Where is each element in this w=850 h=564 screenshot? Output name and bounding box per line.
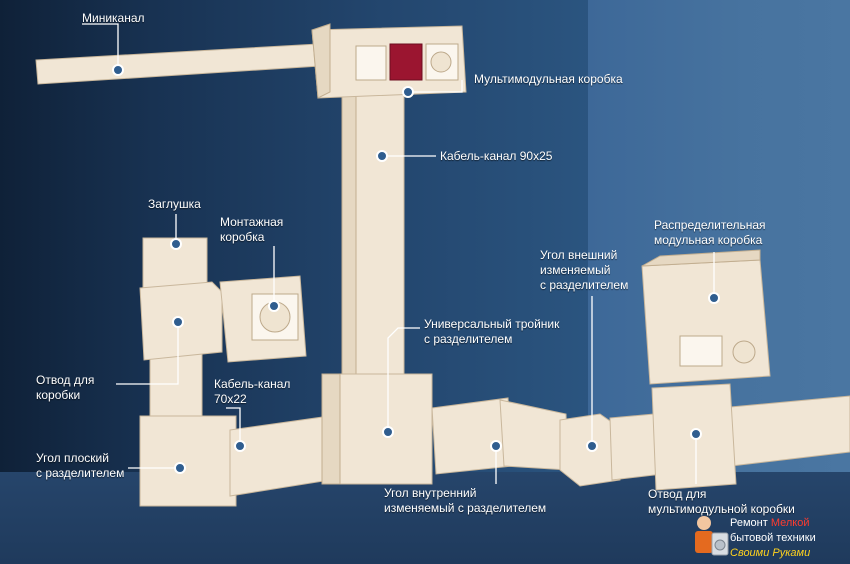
watermark-line-3: Своими Руками [730, 547, 811, 559]
mini-channel-duct [35, 43, 321, 85]
repairman-icon [695, 516, 729, 556]
dot-multimodule-branch [690, 428, 702, 440]
watermark: Ремонт Мелкой бытовой техники Своими Рук… [690, 513, 848, 562]
label-mount-box: Монтажная коробка [220, 215, 284, 244]
dot-dist-box [708, 292, 720, 304]
label-cable-channel-70: Кабель-канал 70х22 [214, 377, 291, 406]
dot-mount-box [268, 300, 280, 312]
mounting-box-shape [219, 275, 307, 363]
label-multimodule-branch: Отвод для мультимодульной коробки [648, 487, 795, 516]
watermark-text-repair: Ремонт [730, 517, 771, 529]
dot-multimodule-box [402, 86, 414, 98]
label-inner-corner: Угол внутренний изменяемый с разделителе… [384, 486, 547, 515]
label-tee: Универсальный тройник с разделителем [424, 317, 560, 346]
dot-cable-channel-90 [376, 150, 388, 162]
marker-dots [112, 64, 720, 474]
dot-cable-channel-70 [234, 440, 246, 452]
label-flat-corner: Угол плоский с разделителем [36, 451, 125, 480]
label-mini-channel: Миниканал [82, 11, 145, 25]
horizontal-channel-70x22 [229, 415, 331, 497]
label-cable-channel-90: Кабель-канал 90х25 [440, 149, 553, 163]
dot-cap [170, 238, 182, 250]
watermark-line-1: Ремонт Мелкой [730, 517, 809, 530]
multimodule-box-shape [311, 23, 467, 99]
dot-outer-corner [586, 440, 598, 452]
vertical-channel-90x25 [341, 91, 405, 393]
middle-channel [499, 399, 569, 471]
tee-shape [321, 373, 433, 485]
left-column-duct [139, 237, 237, 507]
label-outer-corner: Угол внешний изменяемый с разделителем [540, 248, 629, 292]
label-box-branch: Отвод для коробки [36, 373, 95, 402]
dot-inner-corner [490, 440, 502, 452]
watermark-text-small: Мелкой [770, 517, 810, 529]
label-dist-box: Распределительная модульная коробка [654, 218, 766, 247]
dot-mini-channel [112, 64, 124, 76]
dot-tee [382, 426, 394, 438]
watermark-line-2: бытовой техники [730, 532, 816, 544]
leader-lines [82, 23, 715, 484]
dot-flat-corner [174, 462, 186, 474]
label-multimodule-box: Мультимодульная коробка [474, 72, 623, 86]
inner-corner-shape [431, 397, 513, 475]
dot-box-branch [172, 316, 184, 328]
label-cap: Заглушка [148, 197, 201, 211]
